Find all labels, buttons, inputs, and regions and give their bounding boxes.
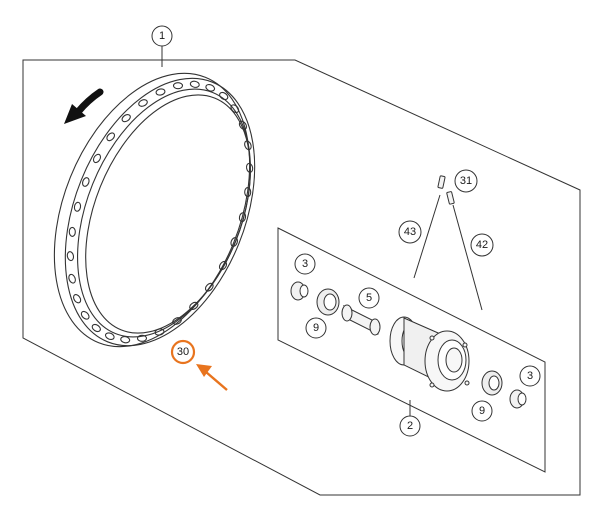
spoke-hole <box>230 104 240 114</box>
svg-text:1: 1 <box>159 30 165 42</box>
wheel-hub <box>389 316 470 392</box>
spoke-hole <box>104 332 115 341</box>
callout-3-right: 3 <box>519 365 541 387</box>
svg-text:3: 3 <box>302 258 308 270</box>
bearing-right <box>481 370 503 396</box>
svg-text:43: 43 <box>404 226 416 238</box>
spoke-hole <box>238 212 247 223</box>
spoke-hole <box>218 260 228 271</box>
spoke-43 <box>413 175 446 279</box>
spoke-hole <box>136 334 148 342</box>
bearing-left <box>316 288 340 316</box>
callout-2: 2 <box>399 415 421 437</box>
spoke-hole <box>73 201 82 212</box>
callout-1: 1 <box>151 25 173 47</box>
spacer-sleeve <box>341 304 381 336</box>
spoke-hole <box>68 226 76 237</box>
bearing-cap-right <box>509 389 527 409</box>
spoke-hole <box>172 82 184 90</box>
svg-text:5: 5 <box>366 292 372 304</box>
spoke-hole <box>80 310 90 320</box>
callout-30-highlighted[interactable]: 30 <box>170 339 196 365</box>
callout-3-left: 3 <box>294 253 316 275</box>
spoke-hole <box>91 323 101 333</box>
spoke-hole <box>138 99 148 107</box>
svg-text:9: 9 <box>313 322 319 334</box>
rim <box>53 72 256 348</box>
spoke-hole <box>189 301 199 310</box>
assembly-outline <box>22 59 581 496</box>
spoke-hole <box>68 273 76 284</box>
callout-9-right: 9 <box>471 400 493 422</box>
callout-31: 31 <box>454 169 478 193</box>
spoke-hole <box>204 282 214 292</box>
spoke-hole <box>189 80 200 88</box>
rim-spoke-holes <box>66 80 254 344</box>
svg-text:2: 2 <box>407 420 413 432</box>
callout-43: 43 <box>398 220 422 244</box>
bearing-cap-left <box>290 281 309 301</box>
spoke-42 <box>446 191 483 311</box>
svg-text:31: 31 <box>460 175 472 187</box>
spoke-hole <box>172 317 182 325</box>
spoke-hole <box>238 120 247 130</box>
spoke-hole <box>66 251 75 262</box>
spoke-hole <box>244 140 252 151</box>
svg-text:30: 30 <box>177 346 189 358</box>
spoke-hole <box>92 153 102 164</box>
spoke-hole <box>154 328 165 336</box>
spoke-hole <box>73 294 82 304</box>
spoke-hole <box>120 336 131 344</box>
rotation-arrow-icon <box>64 88 104 124</box>
spoke-hole <box>106 132 116 142</box>
svg-text:9: 9 <box>479 405 485 417</box>
spoke-hole <box>245 162 254 173</box>
spoke-hole <box>219 91 229 101</box>
spoke-hole <box>205 83 216 92</box>
svg-text:42: 42 <box>476 239 488 251</box>
spoke-hole <box>230 237 239 247</box>
pointer-arrow-icon <box>196 364 228 391</box>
svg-text:3: 3 <box>527 370 533 382</box>
spoke-hole <box>121 114 131 123</box>
callout-42: 42 <box>470 233 494 257</box>
spoke-hole <box>244 187 252 198</box>
spoke-hole <box>81 177 90 187</box>
callout-9-left: 9 <box>305 317 327 339</box>
spoke-hole <box>155 88 166 96</box>
callout-5: 5 <box>358 287 380 309</box>
